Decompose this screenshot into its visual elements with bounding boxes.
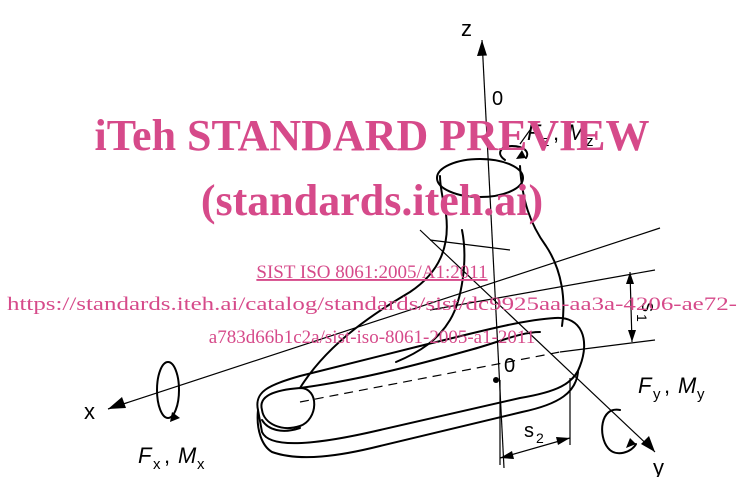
origin-top-label: 0 — [492, 88, 503, 110]
sole-bottom-edge — [256, 371, 579, 459]
y-axis-arrowhead — [641, 436, 655, 452]
ankle-ellipse — [436, 158, 524, 198]
s1-arrow-top — [626, 272, 634, 284]
mz-rotation-arrow — [499, 145, 529, 161]
y-axis-line — [419, 229, 656, 453]
watermark-url-line1[interactable]: https://standards.iteh.ai/catalog/standa… — [7, 294, 737, 315]
svg-text:x: x — [153, 456, 161, 473]
svg-text:,: , — [664, 373, 670, 398]
svg-text:z: z — [586, 133, 594, 150]
origin-bottom-label: 0 — [504, 355, 515, 377]
x-axis-line — [107, 227, 661, 410]
upper-reference-line — [429, 269, 656, 311]
mz-leader — [519, 129, 531, 145]
mx-rotation-arrow — [156, 361, 180, 419]
foot-bottom-contour — [299, 331, 541, 389]
y-axis-label: y — [653, 455, 664, 477]
foot-back-contour — [519, 165, 565, 327]
foot-inner-contour — [395, 229, 466, 363]
x-axis-arrowhead — [108, 397, 126, 409]
sole-heel-inner-edge — [261, 419, 301, 432]
svg-text:,: , — [553, 120, 559, 145]
s2-label: s 2 — [524, 420, 544, 446]
my-arrowhead — [626, 438, 636, 448]
mz-arrowhead — [516, 150, 526, 159]
watermark-standard-link[interactable]: SIST ISO 8061:2005/A1:2011 — [256, 262, 487, 283]
fy-my-label: F y , M y — [638, 373, 705, 403]
x-axis-label: x — [84, 399, 95, 424]
svg-text:s: s — [524, 420, 534, 442]
toe-cap — [260, 387, 316, 429]
fx-mx-label: F x , M x — [138, 443, 205, 473]
s2-arrow-right — [556, 437, 570, 445]
my-rotation-arrow — [601, 408, 637, 455]
watermark-subtitle: (standards.iteh.ai) — [201, 176, 543, 225]
svg-text:z: z — [542, 133, 550, 150]
sole-centerline-dashed — [299, 351, 561, 403]
mx-arrowhead — [170, 412, 180, 422]
watermark-url-line2[interactable]: a783d66b1c2a/sist-iso-8061-2005-a1-2011 — [209, 327, 535, 348]
fz-mz-label: F z , M z — [527, 120, 594, 150]
watermark-title: iTeh STANDARD PREVIEW — [95, 111, 650, 160]
foot-top-front-contour — [299, 175, 448, 389]
svg-text:M: M — [178, 443, 197, 468]
svg-text:1: 1 — [634, 314, 650, 322]
svg-text:,: , — [164, 443, 170, 468]
svg-text:M: M — [678, 373, 697, 398]
z-axis-label: z — [461, 16, 472, 41]
svg-text:M: M — [567, 120, 586, 145]
svg-text:F: F — [638, 373, 653, 398]
svg-text:2: 2 — [536, 430, 544, 446]
z-axis-arrowhead — [477, 40, 487, 56]
lower-reference-line — [559, 339, 656, 353]
svg-text:x: x — [197, 456, 205, 473]
svg-text:y: y — [653, 386, 661, 403]
sole-outline — [256, 316, 585, 445]
svg-text:s: s — [637, 302, 659, 312]
svg-text:y: y — [697, 386, 705, 403]
s1-arrow-bottom — [628, 330, 636, 342]
svg-text:F: F — [527, 120, 542, 145]
s1-label: s 1 — [634, 302, 659, 322]
ankle-guideline — [429, 239, 511, 251]
s2-arrow-left — [500, 451, 514, 459]
origin-point — [493, 377, 499, 383]
svg-text:F: F — [138, 443, 153, 468]
